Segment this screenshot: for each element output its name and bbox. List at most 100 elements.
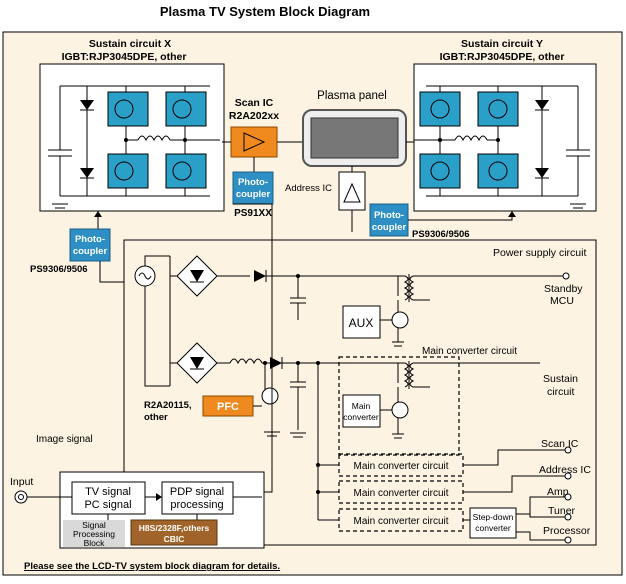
photocoupler-text: Photo- [374,210,404,221]
photocoupler-left: Photo- coupler PS9306/9506 [30,211,124,283]
inductor-icon [229,358,263,365]
plasma-panel: Plasma panel [302,90,414,172]
diode-icon [535,168,549,178]
igbt-icon [419,91,461,127]
power-supply-label: Power supply circuit [493,247,586,259]
processor-label: Processor [543,525,591,537]
image-signal-label: Image signal [36,434,93,445]
signal-processing-text: Block [84,538,106,548]
plasma-panel-label: Plasma panel [317,90,387,102]
photocoupler-scan: Photo- coupler PS91XX [232,171,274,219]
igbt-icon [419,153,461,189]
step-down-text: Step-down [473,512,514,522]
igbt-icon [107,153,149,189]
igbt-icon [107,91,149,127]
pc-signal-label: PC signal [84,499,131,511]
diagram-title: Plasma TV System Block Diagram [159,4,371,19]
amplifier-icon [243,132,266,152]
diode-icon [80,100,94,110]
other-label: other [144,412,168,423]
ps9306-left-label: PS9306/9506 [30,264,88,275]
address-ic-output-label: Address IC [539,464,591,476]
standby-label: Standby [544,283,583,295]
circuit-label: circuit [547,386,575,398]
main-converter-circuit-label: Main converter circuit [422,346,517,357]
main-converter-box [342,394,381,428]
aux-box [342,305,381,339]
amp-label: Amp [547,486,569,498]
pdp-processing-text: PDP signal [170,486,224,498]
main-converter-circuit-text: Main converter circuit [353,516,448,527]
ps91xx-label: PS91XX [234,208,272,219]
igbt-icon [477,153,519,189]
power-supply-circuit: Power supply circuit Standby MCU [123,239,597,546]
scan-ic-block: Scan IC R2A202xx [222,97,303,172]
sustain-circuit-x: Sustain circuit X IGBT:RJP3045DPE, other [39,38,225,212]
signal-processing-text: Processing [73,529,115,539]
aux-label: AUX [349,316,374,330]
address-ic-block: Address IC [285,171,366,232]
scan-ic-chip [230,126,278,158]
amplifier-icon [343,182,361,203]
cbic-box [130,519,218,546]
tuner-label: Tuner [548,505,576,517]
ps9306-right-label: PS9306/9506 [412,229,470,240]
mcu-label: MCU [550,295,574,307]
cbic-text: CBIC [164,534,185,544]
photocoupler-text: Photo- [238,177,268,188]
photocoupler-text: Photo- [75,234,105,245]
main-converter-circuit-text: Main converter circuit [353,461,448,472]
inductor-icon [137,135,171,142]
step-down-text: converter [475,523,511,533]
diode-icon [254,270,266,282]
address-ic-label: Address IC [285,183,332,194]
pdp-processing-box [161,481,234,515]
power-supply-box [123,239,597,546]
fet-icon [391,311,409,329]
address-ic-chip [338,171,366,211]
diode-icon [80,168,94,178]
footer-note: Please see the LCD-TV system block diagr… [24,561,280,572]
main-converter-circuit-text: Main converter circuit [353,488,448,499]
photocoupler-text: coupler [236,189,271,200]
diode-icon [535,100,549,110]
step-down-converter-box [469,507,517,539]
cbic-text: H8S/2328F,others [139,523,210,533]
photocoupler-box [69,228,111,262]
scan-ic-title: Scan IC [235,97,274,109]
signal-processing-text: Signal [82,520,106,530]
photocoupler-box [232,171,274,205]
photocoupler-right: Photo- coupler PS9306/9506 [369,203,516,240]
sustain-x-subtitle: IGBT:RJP3045DPE, other [62,51,187,63]
fet-icon [391,401,409,419]
main-converter-text: converter [343,412,379,422]
sustain-y-subtitle: IGBT:RJP3045DPE, other [440,51,565,63]
inductor-icon [454,135,488,142]
scan-ic-output-label: Scan IC [541,438,579,450]
diode-icon [270,357,282,369]
r2a20115-label: R2A20115, [144,400,192,411]
photocoupler-text: coupler [372,222,407,233]
igbt-icon [165,153,207,189]
plasma-panel-screen [310,117,399,159]
main-converter-text: Main [352,401,371,411]
scan-ic-part: R2A202xx [229,110,279,122]
igbt-icon [477,91,519,127]
fet-icon [261,387,279,405]
sustain-circuit-y: Sustain circuit Y IGBT:RJP3045DPE, other [413,38,597,212]
input-label: Input [10,476,33,488]
photocoupler-box [369,203,409,237]
sustain-x-title: Sustain circuit X [89,38,171,50]
pdp-processing-text: processing [170,499,223,511]
main-converter-dashed [338,356,460,456]
tv-signal-label: TV signal [85,486,131,498]
pfc-label: PFC [217,401,239,413]
sustain-label: Sustain [543,373,578,385]
signal-processing-block: Input TV signal PC signal PDP signal pro… [10,471,265,549]
igbt-icon [165,91,207,127]
signal-processing-tag [63,520,125,547]
photocoupler-text: coupler [73,246,108,257]
sustain-y-title: Sustain circuit Y [461,38,543,50]
